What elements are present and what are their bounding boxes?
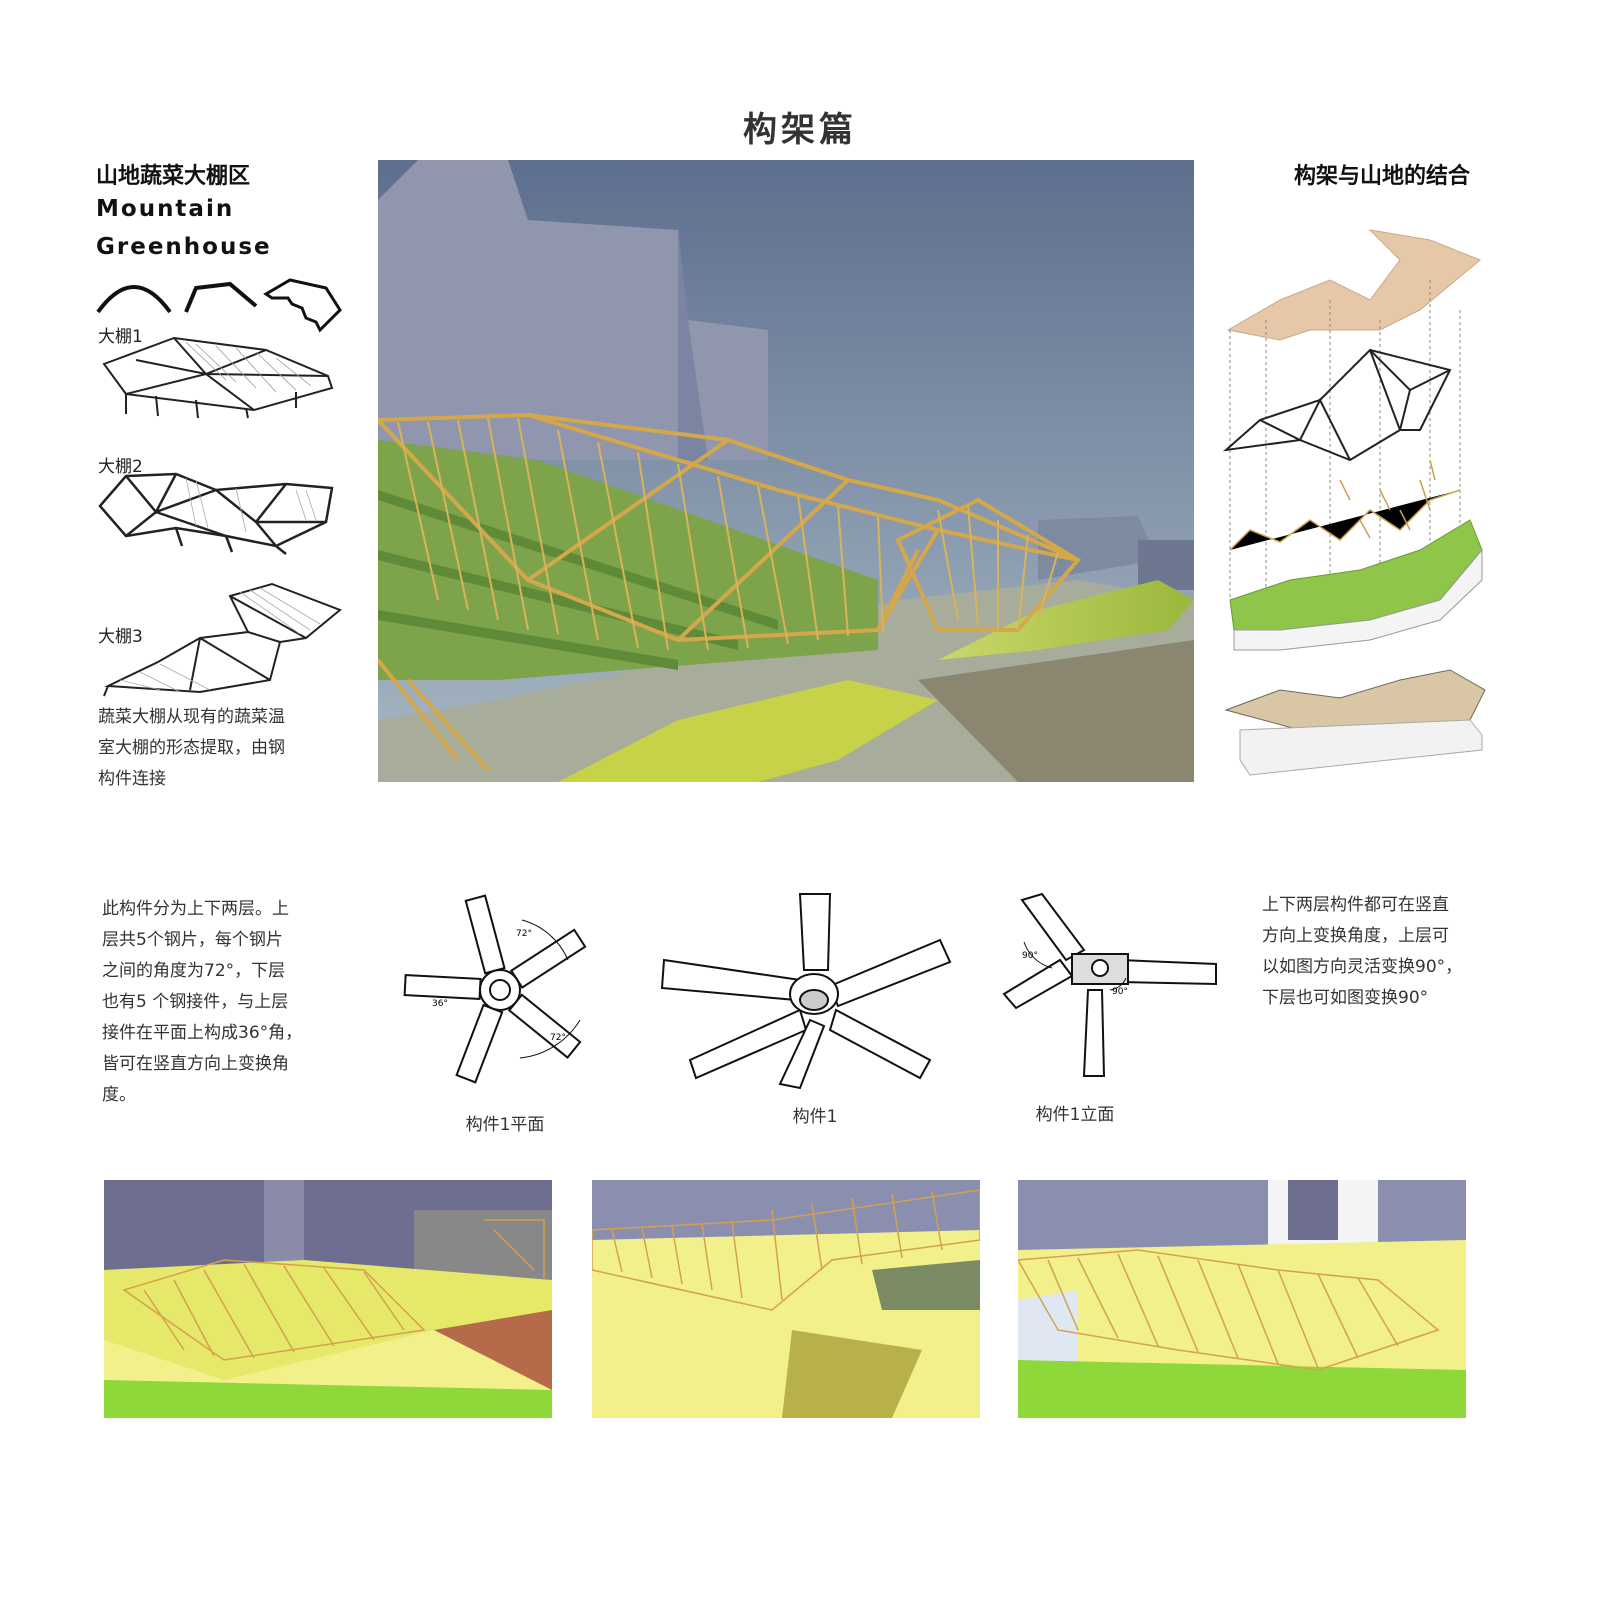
stepped-profile-icon [263,278,342,333]
render-view-1 [104,1180,552,1418]
joint-perspective-drawing [660,893,952,1090]
section-heading-cn: 山地蔬菜大棚区 [96,164,251,189]
caption-elevation: 构件1立面 [1035,1105,1115,1125]
caption-plan: 构件1平面 [465,1115,545,1135]
render-view-3 [1018,1180,1466,1418]
joint-description-left: 此构件分为上下两层。上 层共5个钢片，每个钢片 之间的角度为72°，下层 也有5… [102,894,302,1111]
joint-left-line-4: 也有5 个钢接件，与上层 [102,992,289,1012]
frame-wire-layer [1222,348,1452,462]
caption-main: 构件1 [792,1107,838,1127]
timber-frame [378,412,1082,772]
right-heading: 构架与山地的结合 [1294,164,1471,189]
joint-description-right: 上下两层构件都可在竖直 方向上变换角度，上层可 以如图方向灵活变换90°， 下层… [1262,890,1462,1014]
section-heading-en-2: Greenhouse [96,234,272,260]
joint-left-line-3: 之间的角度为72°，下层 [102,961,286,981]
description-line-3: 构件连接 [98,769,166,789]
joint-right-line-1: 上下两层构件都可在竖直 [1262,895,1449,915]
description-line-2: 室大棚的形态提取，由钢 [98,738,285,758]
page-title: 构架篇 [743,110,857,150]
greenhouse-1-drawing [102,336,334,419]
gable-profile-icon [184,281,258,313]
angle-72-label-a: 72° [516,929,532,939]
greenhouse-3-drawing [103,582,342,697]
joint-right-line-2: 方向上变换角度，上层可 [1262,926,1449,946]
section-heading-en-1: Mountain [96,196,235,222]
joint-left-line-1: 此构件分为上下两层。上 [102,899,289,919]
greenhouse-2-drawing [98,472,334,555]
greenhouse-label-3: 大棚3 [98,627,143,647]
greenhouse-label-2: 大棚2 [98,457,143,477]
joint-plan-drawing: 72° 72° 36° [403,894,587,1084]
joint-right-line-3: 以如图方向灵活变换90°， [1262,957,1463,977]
greenhouse-profile-icons [96,278,342,333]
joint-left-line-7: 度。 [102,1085,136,1105]
joint-left-line-6: 皆可在竖直方向上变换角 [102,1054,289,1074]
angle-36-label: 36° [432,999,448,1009]
angle-72-label-b: 72° [550,1033,566,1043]
cliff-wall [378,160,768,460]
render-view-2 [592,1180,980,1418]
roof-panel-layer [1226,229,1481,341]
exploded-axonometric [1222,229,1486,776]
joint-elevation-drawing: 90° 90° [1002,892,1217,1077]
arch-profile-icon [96,285,172,314]
joint-left-line-2: 层共5个钢片，每个钢片 [102,930,283,950]
description-line-1: 蔬菜大棚从现有的蔬菜温 [98,707,285,727]
angle-90-label-b: 90° [1112,987,1128,997]
greenhouse-description: 蔬菜大棚从现有的蔬菜温 室大棚的形态提取，由钢 构件连接 [98,702,285,795]
joint-left-line-5: 接件在平面上构成36°角， [102,1023,303,1043]
greenhouse-label-1: 大棚1 [98,327,143,347]
joint-right-line-4: 下层也可如图变换90° [1262,988,1429,1008]
angle-90-label-a: 90° [1022,951,1038,961]
main-greenhouse-render [378,160,1194,782]
